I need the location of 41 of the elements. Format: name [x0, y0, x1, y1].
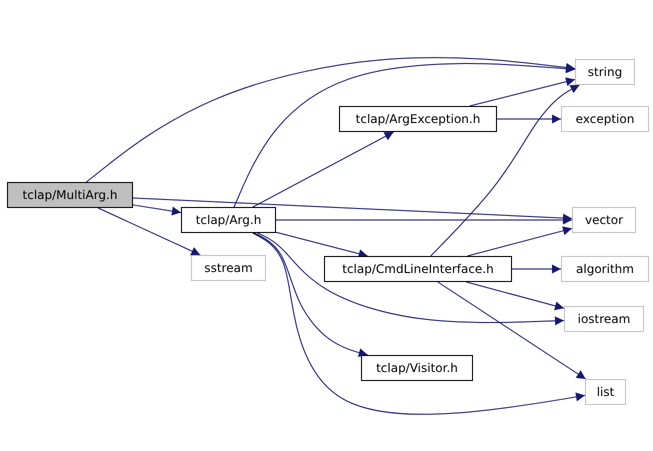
file-name: tclap/Visitor.h: [376, 361, 458, 375]
file-name: vector: [584, 213, 624, 227]
arrow: [466, 226, 572, 256]
arrow: [254, 232, 368, 358]
arrow: [276, 232, 368, 258]
file-box: [7, 182, 133, 208]
file-name: tclap/ArgException.h: [356, 112, 480, 126]
file-name: list: [596, 385, 614, 399]
arrow: [132, 204, 182, 216]
file-box: [561, 106, 649, 132]
file-name: tclap/CmdLineInterface.h: [342, 262, 494, 276]
arrow: [234, 63, 576, 208]
file-box: [324, 256, 512, 282]
arrow: [98, 208, 201, 256]
arrow: [466, 282, 564, 310]
arrow: [256, 232, 564, 326]
file-box: [585, 379, 626, 405]
file-box: [191, 255, 266, 281]
file-box: [575, 59, 635, 85]
arrow: [496, 114, 562, 124]
file-name: tclap/MultiArg.h: [22, 188, 118, 202]
arrow: [252, 132, 394, 208]
file-box: [572, 207, 636, 233]
file-box: [181, 207, 276, 233]
file-name: tclap/Arg.h: [196, 213, 262, 227]
arrow: [437, 282, 586, 380]
file-name: exception: [576, 112, 634, 126]
file-name: iostream: [578, 312, 630, 326]
file-box: [339, 106, 497, 132]
arrow: [252, 232, 586, 415]
arrow: [469, 77, 576, 106]
file-name: sstream: [204, 261, 253, 275]
arrow: [86, 57, 576, 182]
file-name: algorithm: [576, 262, 634, 276]
file-name: string: [588, 65, 622, 79]
file-box: [361, 355, 473, 381]
arrow: [276, 216, 572, 224]
file-box: [561, 256, 649, 282]
file-box: [564, 306, 644, 332]
arrow: [512, 264, 562, 274]
arrow: [430, 84, 580, 256]
